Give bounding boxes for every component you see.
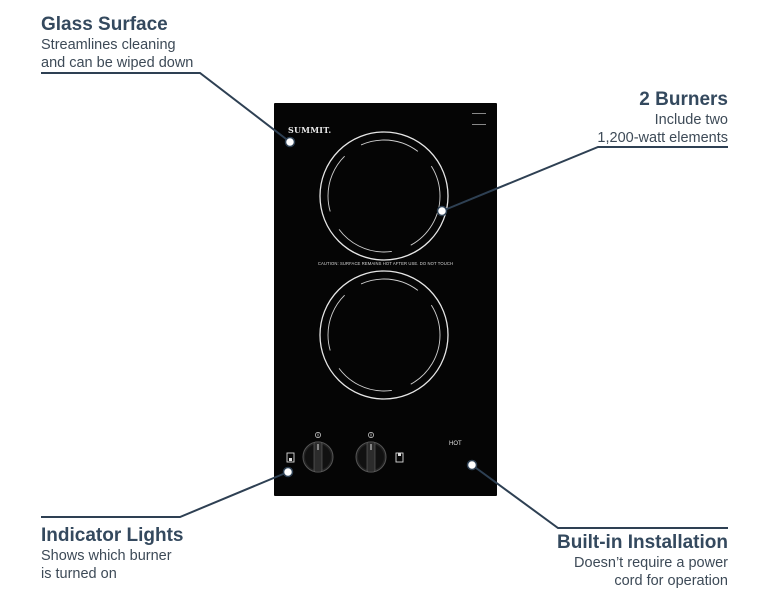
callout-dot-icon bbox=[282, 466, 294, 478]
callout-desc-line: Include two bbox=[654, 112, 728, 128]
callout-title: Glass Surface bbox=[41, 14, 168, 35]
callout-built-in-installation: Built-in Installation Doesn’t require a … bbox=[557, 532, 728, 590]
model-marking bbox=[472, 113, 486, 125]
cooktop-glass-panel: SUMMIT. CAUTION: SURFACE REMAINS HOT AFT… bbox=[274, 103, 497, 496]
callout-desc-line: is turned on bbox=[41, 566, 117, 582]
hot-label: HOT bbox=[449, 441, 462, 447]
callout-desc-line: 1,200-watt elements bbox=[597, 130, 728, 146]
callout-desc-line: Shows which burner bbox=[41, 548, 172, 564]
callout-indicator-lights: Indicator Lights Shows which burner is t… bbox=[41, 525, 184, 583]
callout-two-burners: 2 Burners Include two 1,200-watt element… bbox=[597, 89, 728, 147]
knob-icon[interactable] bbox=[302, 441, 334, 473]
knob-mark-icon bbox=[315, 432, 321, 438]
leader-line-burners bbox=[441, 146, 728, 212]
callout-desc-line: Doesn’t require a power bbox=[574, 555, 728, 571]
indicator-light-icon bbox=[395, 452, 404, 463]
callout-dot-icon bbox=[284, 136, 296, 148]
callout-desc-line: cord for operation bbox=[614, 573, 728, 589]
caution-text: CAUTION: SURFACE REMAINS HOT AFTER USE. … bbox=[317, 261, 454, 266]
callout-title: Indicator Lights bbox=[41, 525, 184, 546]
callout-dot-icon bbox=[466, 459, 478, 471]
indicator-light-icon bbox=[286, 452, 295, 463]
knob-mark-icon bbox=[368, 432, 374, 438]
burner-ring-icon bbox=[319, 270, 449, 400]
knob-icon[interactable] bbox=[355, 441, 387, 473]
callout-glass-surface: Glass Surface Streamlines cleaning and c… bbox=[41, 14, 193, 72]
burner-ring-icon bbox=[319, 131, 449, 261]
callout-dot-icon bbox=[436, 205, 448, 217]
leader-line-indicator bbox=[41, 471, 289, 518]
callout-desc-line: Streamlines cleaning bbox=[41, 37, 176, 53]
cooktop-graphics bbox=[286, 131, 449, 473]
callout-title: 2 Burners bbox=[639, 89, 728, 110]
brand-logo: SUMMIT. bbox=[288, 125, 332, 135]
callout-title: Built-in Installation bbox=[557, 532, 728, 553]
callout-desc-line: and can be wiped down bbox=[41, 55, 194, 71]
leader-line-glass bbox=[41, 72, 291, 143]
leader-line-install bbox=[471, 464, 728, 529]
